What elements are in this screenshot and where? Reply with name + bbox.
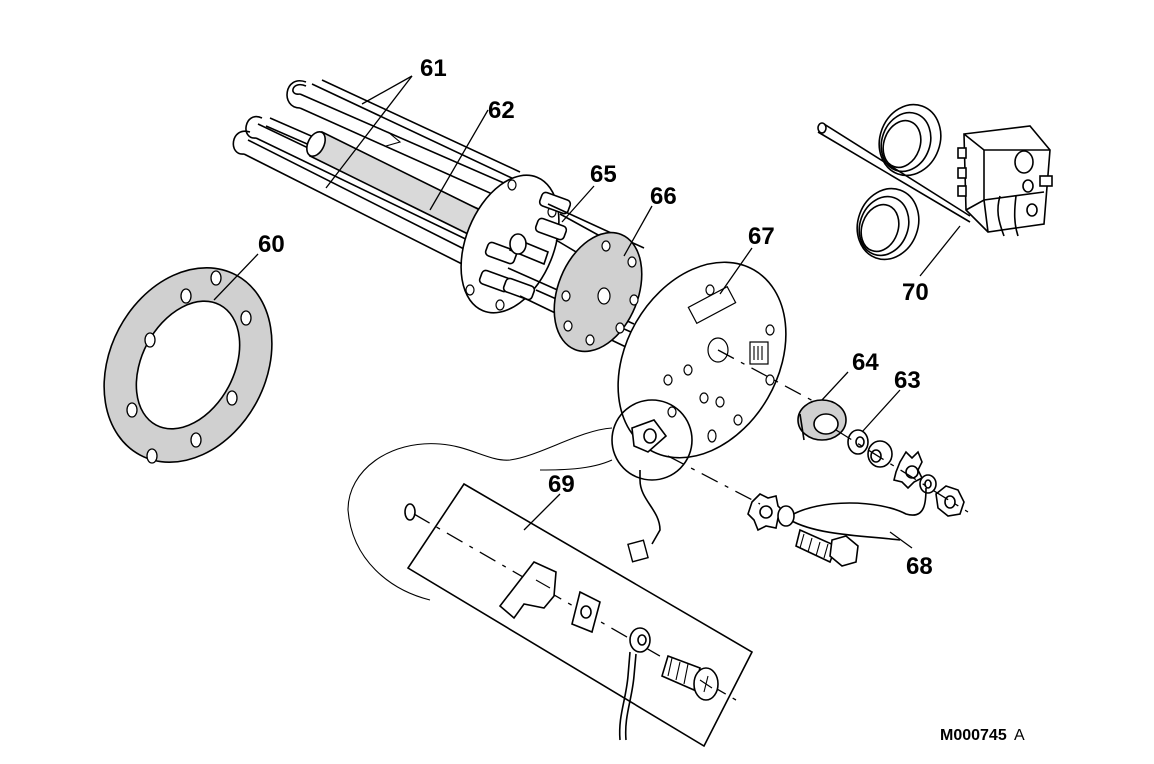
leader-lines xyxy=(213,75,961,549)
drawing-reference: M000745 A xyxy=(940,727,1025,744)
callout-65: 65 xyxy=(590,161,617,188)
drawing-ref-revision: A xyxy=(1014,727,1025,744)
callout-61: 61 xyxy=(420,55,447,82)
detail-bubble xyxy=(347,399,693,601)
part-63-washers-nuts[interactable] xyxy=(835,429,969,517)
part-70-thermostat[interactable] xyxy=(817,96,1053,268)
callout-66: 66 xyxy=(650,183,677,210)
callout-64: 64 xyxy=(852,349,879,376)
callout-70: 70 xyxy=(902,279,929,306)
callout-69: 69 xyxy=(548,471,575,498)
part-68-earth-cable[interactable] xyxy=(667,455,927,567)
part-64-bushing[interactable] xyxy=(797,399,847,441)
part-60-flange-gasket[interactable] xyxy=(71,238,305,491)
drawing-ref-number: M000745 xyxy=(940,727,1007,744)
callout-67: 67 xyxy=(748,223,775,250)
callout-60: 60 xyxy=(258,231,285,258)
callout-labels: 61 62 65 66 67 60 70 64 63 69 68 xyxy=(258,55,933,580)
callout-68: 68 xyxy=(906,553,933,580)
part-66-gasket[interactable] xyxy=(538,220,659,365)
callout-63: 63 xyxy=(894,367,921,394)
callout-62: 62 xyxy=(488,97,515,124)
part-67-cover-plate[interactable] xyxy=(584,232,831,488)
part-69-clamp-detail[interactable] xyxy=(404,482,754,748)
